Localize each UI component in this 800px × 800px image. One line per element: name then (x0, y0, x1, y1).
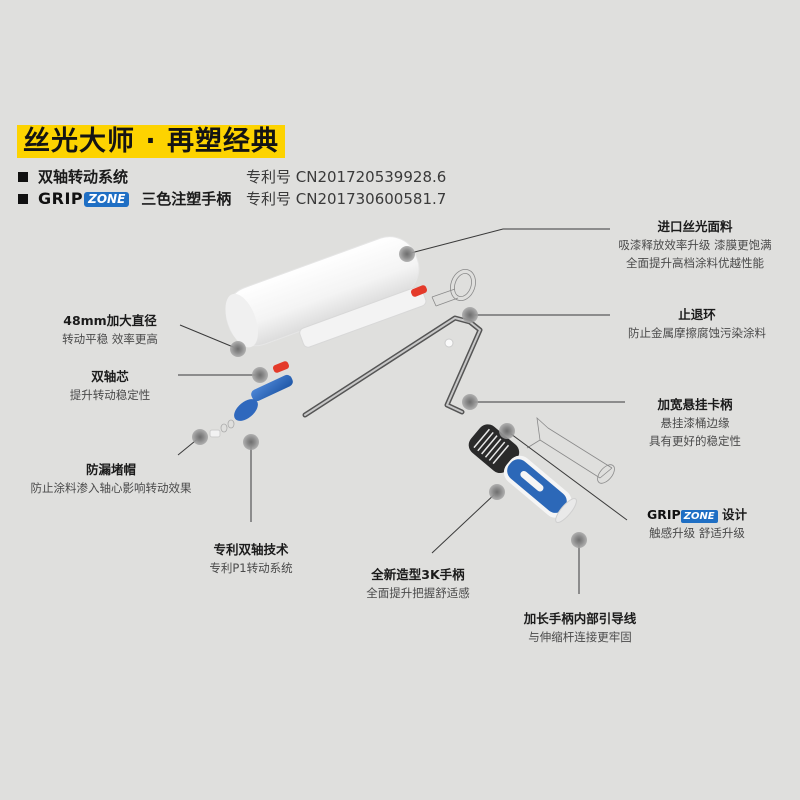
callout-title: 进口丝光面料 (657, 219, 733, 234)
callout-title: 双轴芯 (91, 369, 129, 384)
callout-desc: 触感升级 舒适升级 (649, 526, 745, 540)
callout-fabric: 进口丝光面料 吸漆释放效率升级 漆膜更饱满 全面提升高档涂料优越性能 (602, 218, 788, 272)
callout-desc: 全面提升把握舒适感 (366, 586, 470, 600)
callout-title: 48mm加大直径 (63, 313, 157, 328)
callout-desc: 全面提升高档涂料优越性能 (626, 256, 764, 270)
callout-leak-cap: 防漏堵帽 防止涂料渗入轴心影响转动效果 (14, 461, 208, 497)
marker-dot-icon (399, 246, 415, 262)
gripzone-logo-grip: GRIP (646, 507, 681, 522)
feature-name: 双轴转动系统 (38, 168, 129, 186)
feature-row-dual-axis: 双轴转动系统 (18, 167, 128, 187)
gripzone-logo-grip: GRIP (38, 189, 84, 208)
hook-handle-wireframe-image (526, 416, 615, 484)
callout-guide-wire: 加长手柄内部引导线 与伸缩杆连接更牢固 (510, 610, 650, 646)
gripzone-logo-zone: ZONE (84, 191, 130, 207)
black-square-bullet-icon (18, 194, 28, 204)
callout-3k-handle: 全新造型3K手柄 全面提升把握舒适感 (353, 566, 483, 602)
metal-frame-image (302, 315, 483, 418)
callout-title: 全新造型3K手柄 (371, 567, 465, 582)
callout-patent-axis: 专利双轴技术 专利P1转动系统 (191, 541, 311, 577)
blue-dual-axis-core-image (234, 374, 293, 421)
callout-title-suffix: 设计 (722, 507, 748, 522)
inner-core-tube-image (299, 286, 427, 348)
marker-dot-icon (230, 341, 246, 357)
marker-dot-icon (462, 307, 478, 323)
marker-dot-icon (499, 423, 515, 439)
gripzone-logo-zone: ZONE (680, 510, 718, 523)
red-end-cap-image (410, 285, 428, 297)
callout-desc: 悬挂漆桶边缘 (660, 416, 730, 430)
patent-number: 专利号 CN201720539928.6 (246, 168, 447, 186)
callout-diameter: 48mm加大直径 转动平稳 效率更高 (40, 312, 180, 348)
patent-number: 专利号 CN201730600581.7 (246, 190, 447, 208)
red-end-cap-image (272, 361, 290, 373)
feature-row-gripzone: GRIP ZONE 三色注塑手柄 (18, 189, 231, 209)
black-square-bullet-icon (18, 172, 28, 182)
callout-title: 专利双轴技术 (213, 542, 289, 557)
leak-cap-image (209, 429, 221, 438)
marker-dot-icon (571, 532, 587, 548)
marker-dot-icon (489, 484, 505, 500)
callout-title: 加宽悬挂卡柄 (657, 397, 733, 412)
marker-dot-icon (243, 434, 259, 450)
callout-title: 防漏堵帽 (85, 462, 136, 477)
callout-title: 加长手柄内部引导线 (523, 611, 637, 626)
callout-hook: 加宽悬挂卡柄 悬挂漆桶边缘 具有更好的稳定性 (630, 396, 760, 450)
callout-stop-ring: 止退环 防止金属摩擦腐蚀污染涂料 (612, 306, 782, 342)
marker-dot-icon (192, 429, 208, 445)
callout-desc: 与伸缩杆连接更牢固 (528, 630, 632, 644)
callout-desc: 防止涂料渗入轴心影响转动效果 (30, 481, 192, 495)
callout-markers (192, 246, 587, 548)
callout-desc: 吸漆释放效率升级 漆膜更饱满 (618, 238, 772, 252)
callout-desc: 提升转动稳定性 (69, 388, 151, 402)
headline-banner: 丝光大师 · 再塑经典 (17, 125, 286, 158)
callout-dual-core: 双轴芯 提升转动稳定性 (50, 368, 170, 404)
callout-desc: 防止金属摩擦腐蚀污染涂料 (628, 326, 766, 340)
marker-dot-icon (252, 367, 268, 383)
small-bushing-image (444, 338, 454, 348)
callout-desc: 转动平稳 效率更高 (62, 332, 158, 346)
callout-desc: 专利P1转动系统 (209, 561, 293, 575)
callout-desc: 具有更好的稳定性 (649, 434, 741, 448)
feature-name: 三色注塑手柄 (141, 190, 232, 208)
marker-dot-icon (462, 394, 478, 410)
headline-text: 丝光大师 · 再塑经典 (23, 126, 280, 157)
callout-title: 止退环 (678, 307, 716, 322)
3k-handle-image (468, 424, 577, 523)
stop-ring-wireframe-image (431, 269, 476, 307)
